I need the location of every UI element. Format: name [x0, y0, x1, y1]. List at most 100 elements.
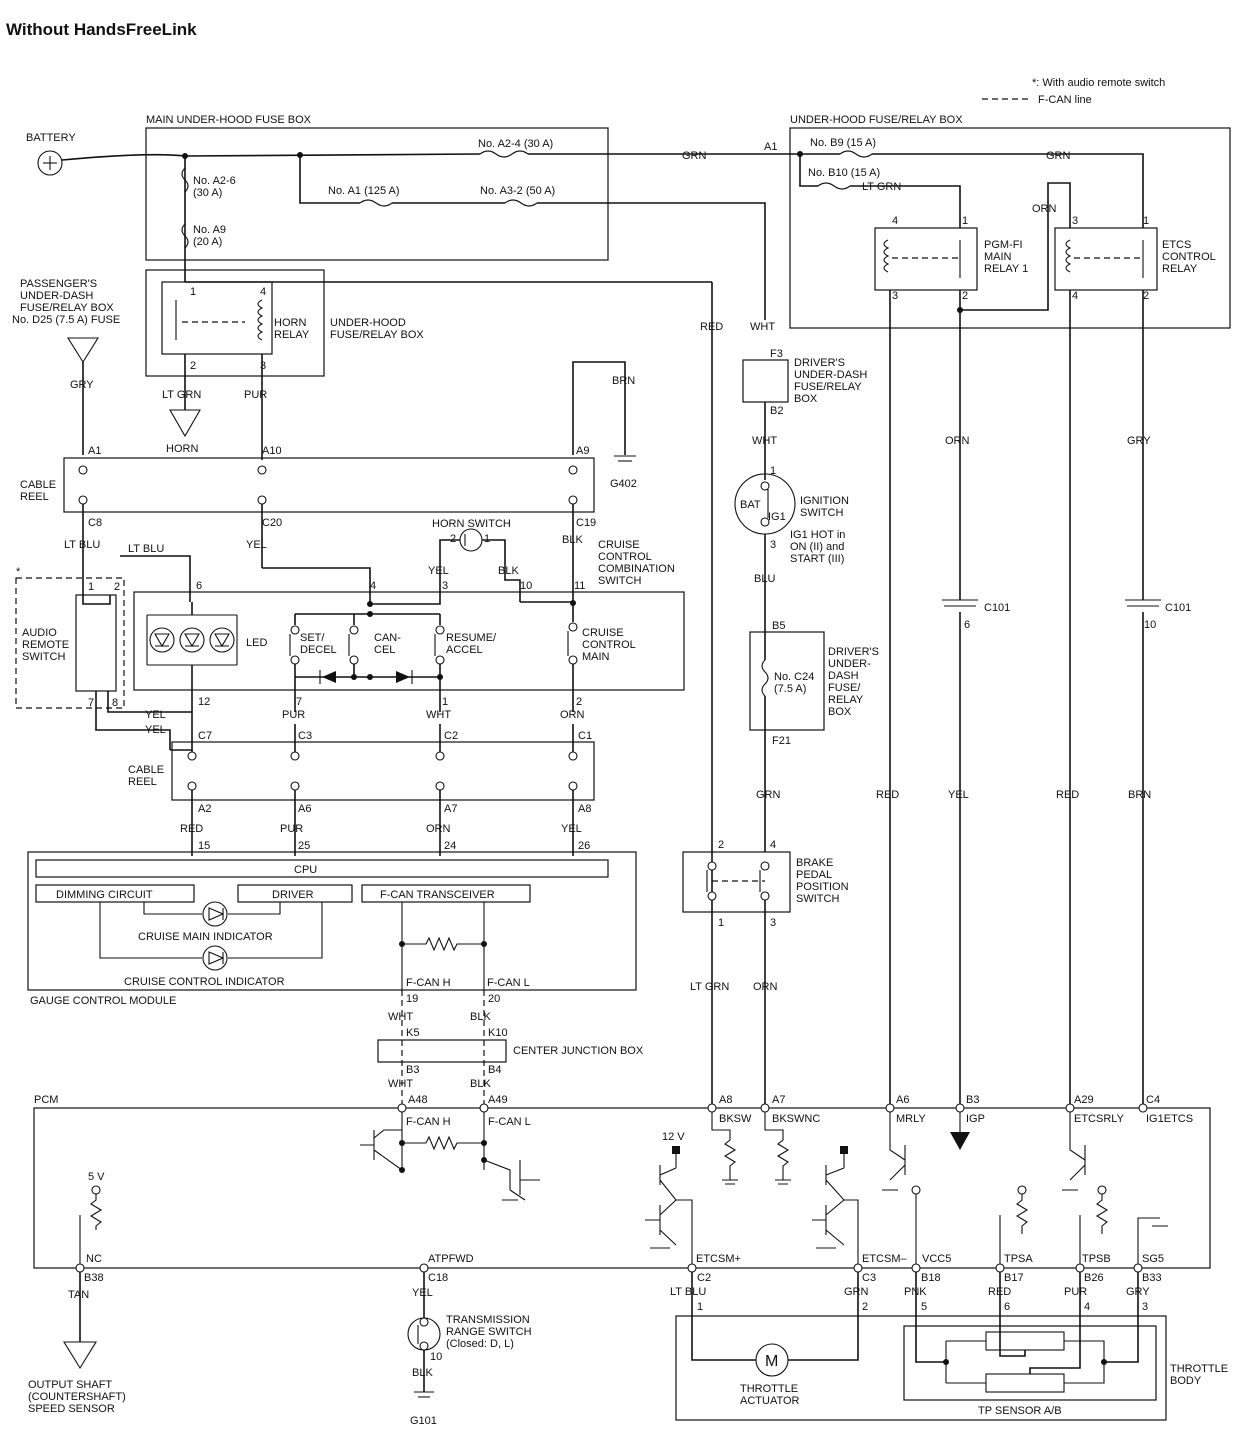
pin-k10: K10	[488, 1027, 508, 1039]
cancel-label-2: CEL	[374, 644, 395, 656]
fuse-a9-label: No. A9	[193, 224, 226, 236]
horn-relay-section: PASSENGER'S UNDER-DASH FUSE/RELAY BOX No…	[12, 269, 775, 1105]
wire-red-a2: RED	[180, 823, 203, 835]
pgm-pin-3: 3	[892, 290, 898, 302]
drivers-box-top-label-2: UNDER-DASH	[794, 369, 867, 381]
wire-pur-7: PUR	[282, 709, 305, 721]
brake-label-1: BRAKE	[796, 857, 833, 869]
audio-pin-8: 8	[112, 697, 118, 709]
cable-reel-bottom-label-2: REEL	[128, 776, 157, 788]
pcm-tpsa: TPSA	[1004, 1253, 1033, 1265]
horn-relay-label-1: HORN	[274, 317, 306, 329]
fuse-c24-amp: (7.5 A)	[774, 683, 806, 695]
wire-lt-blu-1: LT BLU	[64, 539, 100, 551]
etcs-pin-3: 3	[1072, 215, 1078, 227]
cable-reel-bottom: CABLE REEL C7 C3 C2 C1 A2 A6 A7 A8 RED P…	[128, 724, 595, 856]
pcm-pin-c4: C4	[1146, 1094, 1160, 1106]
main-fuse-box-title: MAIN UNDER-HOOD FUSE BOX	[146, 114, 312, 126]
fuse-b10	[817, 182, 851, 190]
ground-g101: G101	[410, 1415, 437, 1427]
legend-fcan-note: F-CAN line	[1038, 94, 1092, 106]
horn-relay-pin-3: 3	[260, 360, 266, 372]
fcan-transceiver-label: F-CAN TRANSCEIVER	[380, 889, 495, 901]
drivers-box-mid-label-3: DASH	[828, 670, 859, 682]
brake-pedal-switch: 2 4 BRAKE PEDAL POSITION SWITCH 1 3 LT G…	[682, 839, 849, 1108]
set-label-2: DECEL	[300, 644, 337, 656]
cancel-label-1: CAN-	[374, 632, 401, 644]
ignition-note-2: ON (II) and	[790, 541, 844, 553]
pcm-nc: NC	[86, 1253, 102, 1265]
wire-orn-relay: ORN	[1032, 203, 1057, 215]
driver-block	[237, 884, 353, 903]
speed-sensor-symbol	[63, 1341, 97, 1370]
throttle-actuator-label-1: THROTTLE	[740, 1383, 798, 1395]
trs-label-3: (Closed: D, L)	[446, 1338, 514, 1350]
throttle-pin-6: 6	[1004, 1301, 1010, 1313]
tp-sensor-label: TP SENSOR A/B	[978, 1405, 1062, 1417]
combo-pin-4: 4	[370, 580, 376, 592]
pin-k5: K5	[406, 1027, 419, 1039]
reel-pin-a10: A10	[262, 445, 282, 457]
horn-switch-pin-2: 2	[450, 533, 456, 545]
cpu-label: CPU	[294, 864, 317, 876]
cable-reel-bottom-label-1: CABLE	[128, 764, 164, 776]
fuse-c24-label: No. C24	[774, 671, 814, 683]
ignition-label-1: IGNITION	[800, 495, 849, 507]
pcm-pin-a49: A49	[488, 1094, 508, 1106]
fuse-a26	[181, 167, 189, 193]
throttle-pin-1: 1	[697, 1301, 703, 1313]
brake-pin-2: 2	[718, 839, 724, 851]
brake-label-2: PEDAL	[796, 869, 832, 881]
combo-label-2: CONTROL	[598, 551, 652, 563]
center-junction-box: WHT BLK K5 K10 CENTER JUNCTION BOX B3 B4…	[377, 990, 644, 1110]
cruise-main-indicator-label: CRUISE MAIN INDICATOR	[138, 931, 273, 943]
horn-relay-pin-1: 1	[190, 286, 196, 298]
pcm-fcan-l: F-CAN L	[488, 1116, 531, 1128]
pcm-outline	[33, 1107, 1211, 1269]
wire-tan: TAN	[68, 1289, 89, 1301]
wire-grn-top: GRN	[682, 150, 707, 162]
legend-audio-note: *: With audio remote switch	[1032, 77, 1165, 89]
pcm-title: PCM	[34, 1094, 58, 1106]
underhood-relay-box: UNDER-HOOD FUSE/RELAY BOX GRN A1 No. B9 …	[682, 114, 1231, 329]
diagram-title: Without HandsFreeLink	[6, 20, 197, 39]
wire-wht-top: WHT	[750, 321, 775, 333]
wire-wht-1: WHT	[426, 709, 451, 721]
passenger-box-2: UNDER-DASH	[20, 290, 93, 302]
pcm-5v: 5 V	[88, 1171, 105, 1183]
pcm-pin-a48: A48	[408, 1094, 428, 1106]
throttle-actuator-label-2: ACTUATOR	[740, 1395, 800, 1407]
output-shaft-label-3: SPEED SENSOR	[28, 1403, 115, 1415]
pcm-pin-b18: B18	[921, 1272, 941, 1284]
combo-pin-10: 10	[520, 580, 532, 592]
ignition-ig1: IG1	[768, 511, 786, 523]
pcm-etcsrly: ETCSRLY	[1074, 1113, 1125, 1125]
drivers-box-mid-label-1: DRIVER'S	[828, 646, 879, 658]
pcm-pin-c3: C3	[862, 1272, 876, 1284]
battery-symbol	[37, 150, 63, 176]
combination-switch: HORN SWITCH 2 1 CRUISE CONTROL COMBINATI…	[64, 518, 685, 721]
horn-label: HORN	[166, 443, 198, 455]
fuse-a24	[479, 150, 529, 158]
wire-lt-grn: LT GRN	[862, 181, 901, 193]
brake-pin-1: 1	[718, 917, 724, 929]
throttle-pin-2: 2	[862, 1301, 868, 1313]
right-side-wires: ORN GRY C101 C101 6 10 RED YEL RED BRN	[876, 290, 1191, 1108]
reel-pin-a2: A2	[198, 803, 211, 815]
horn-switch-label: HORN SWITCH	[432, 518, 511, 530]
main-fuse-box: MAIN UNDER-HOOD FUSE BOX BATTERY No. A2-…	[26, 114, 800, 320]
pcm-pin-c2: C2	[697, 1272, 711, 1284]
main-label-2: CONTROL	[582, 639, 636, 651]
cruise-control-indicator-icon	[202, 945, 228, 971]
reel-pin-c3: C3	[298, 730, 312, 742]
pcm-pin-b17: B17	[1004, 1272, 1024, 1284]
gauge-module-outline	[27, 851, 637, 991]
combo-pin-7: 7	[296, 696, 302, 708]
pcm-ig1etcs: IG1ETCS	[1146, 1113, 1193, 1125]
dimming-circuit-block	[35, 884, 195, 903]
horn-relay-box	[145, 269, 325, 377]
diode-2-icon	[396, 671, 410, 683]
drivers-box-top-label-4: BOX	[794, 393, 818, 405]
wire-pur-tpsb: PUR	[1064, 1286, 1087, 1298]
wire-yel-3: YEL	[428, 565, 449, 577]
